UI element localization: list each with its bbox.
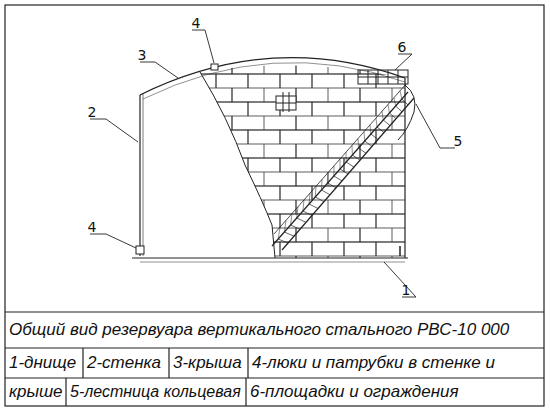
table-cell: 5-лестница кольцевая [70,383,241,401]
callout-number: 5 [454,134,463,149]
table-cell: 6-площадки и ограждения [250,383,459,402]
callout-number: 4 [88,220,97,235]
callout-number: 4 [192,16,201,31]
callout-number: 2 [88,105,97,120]
callout-number: 3 [138,48,147,63]
table-cell: 4-люки и патрубки в стенке и [252,354,495,373]
table-cell: 3-крыша [173,354,242,373]
table-title: Общий вид резервуара вертикального сталь… [9,321,509,340]
table-cell: крыше [9,383,63,402]
callout-number: 1 [402,283,411,298]
table-cell: 2-стенка [87,354,161,373]
table-cell: 1-днище [9,354,76,373]
callout-number: 6 [398,40,407,55]
